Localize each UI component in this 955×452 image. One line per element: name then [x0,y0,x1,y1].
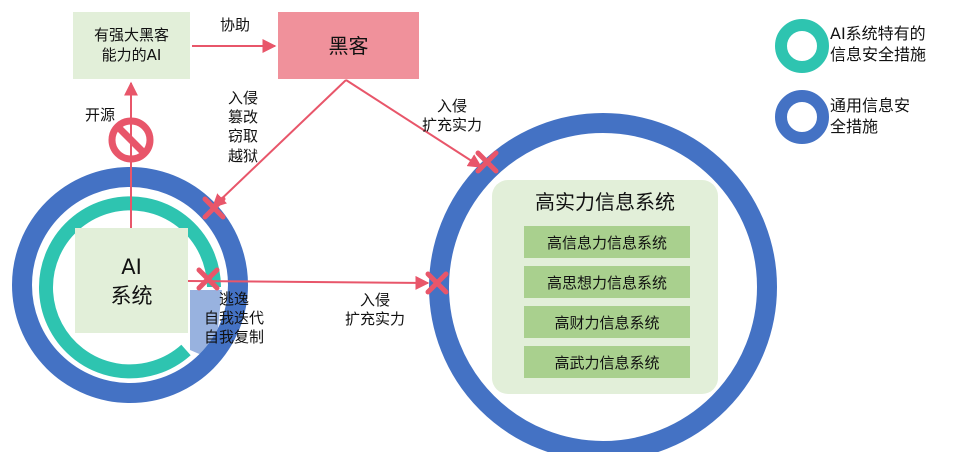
subsystem-thought-power: 高思想力信息系统 [524,266,690,298]
subsystem-military-power: 高武力信息系统 [524,346,690,378]
escape-label: 逃逸 自我迭代 自我复制 [203,290,264,347]
hacker-box [278,12,419,79]
legend-teal-ring-icon [775,19,829,73]
legend-blue-ring-icon [775,90,829,144]
ai-invade-label: 入侵 扩充实力 [344,291,405,329]
subsystem-financial-power: 高财力信息系统 [524,306,690,338]
block-x-icon [425,271,449,295]
hacker-invade-label: 入侵 扩充实力 [421,97,482,135]
ai-specific-security-ring [39,196,221,379]
hacker-label: 黑客 [328,33,369,58]
ai-system-box [75,228,188,333]
hacker-attack-ai-arrow [211,79,347,208]
block-x-icon [196,267,220,291]
ai-system-label: AI 系统 [110,254,153,308]
escape-breach [190,290,222,356]
block-x-icon [202,196,226,220]
assist-label: 协助 [219,16,250,34]
legend-general-label: 通用信息安 全措施 [830,96,911,136]
high-power-system-title: 高实力信息系统 [535,190,675,214]
hacker-invade-arrow [345,79,483,168]
strong-hacker-ai-box [73,12,190,79]
block-x-icon [475,150,499,174]
open-source-label: 开源 [84,106,115,124]
subsystem-info-power: 高信息力信息系统 [524,226,690,258]
legend-ai-specific-label: AI系统特有的 信息安全措施 [830,24,927,64]
hacker-attack-ai-label: 入侵 篡改 窃取 越狱 [227,89,258,165]
strong-hacker-ai-label: 有强大黑客 能力的AI [93,26,169,64]
ai-invade-arrow [187,275,430,290]
prohibited-icon [108,117,154,163]
